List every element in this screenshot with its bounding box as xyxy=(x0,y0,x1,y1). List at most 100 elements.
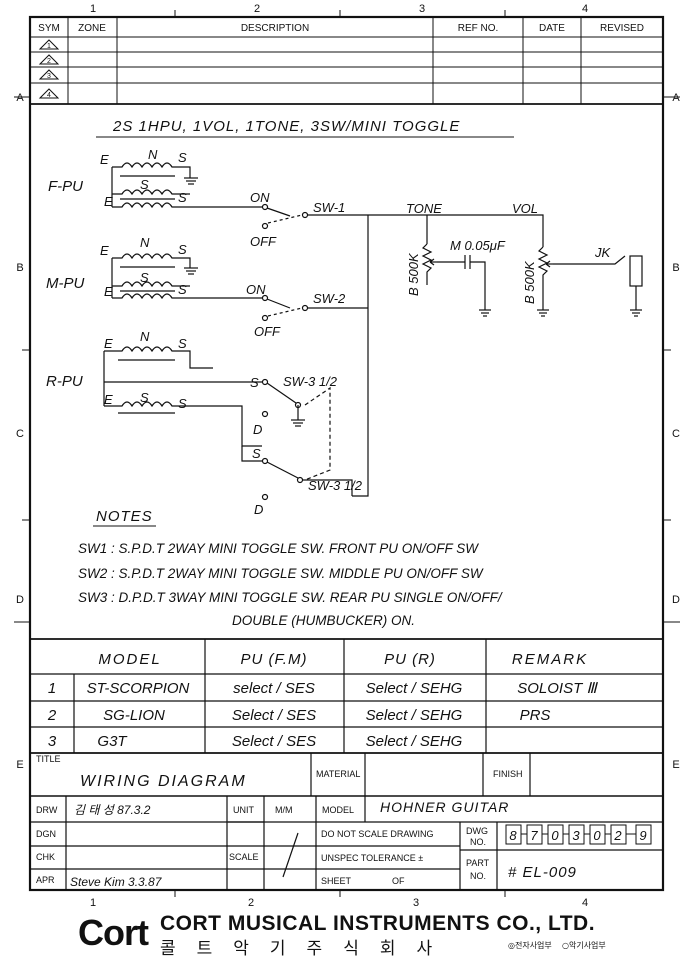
company-name: CORT MUSICAL INSTRUMENTS CO., LTD. xyxy=(160,912,596,935)
sw3a-d-label: D xyxy=(253,422,262,437)
row-marker-a-right: A xyxy=(672,92,680,104)
revision-table: SYM ZONE DESCRIPTION REF NO. DATE REVISE… xyxy=(30,17,663,105)
row3-no: 3 xyxy=(48,733,57,750)
m-coil2-s-label: S xyxy=(140,270,149,285)
sw3b-d-label: D xyxy=(254,502,263,517)
f-coil2-e-label: E xyxy=(104,194,113,209)
unit-value: M/M xyxy=(275,805,293,815)
dwg-label: DWG xyxy=(466,826,488,836)
finish-label: FINISH xyxy=(493,769,523,779)
material-label: MATERIAL xyxy=(316,769,360,779)
note-sw2: SW2 : S.P.D.T 2WAY MINI TOGGLE SW. MIDDL… xyxy=(78,566,484,581)
dwg-no-label: NO. xyxy=(470,837,486,847)
title-block: TITLE MATERIAL FINISH DRW DGN CHK APR UN… xyxy=(30,753,663,890)
chk-label: CHK xyxy=(36,852,55,862)
part-value: # EL-009 xyxy=(508,864,577,881)
sw3b-s-label: S xyxy=(252,446,261,461)
row-marker-b: B xyxy=(16,262,23,274)
row2-model: SG-LION xyxy=(103,707,165,724)
cap-value: M 0.05μF xyxy=(450,238,506,253)
header-ref-no: REF NO. xyxy=(458,23,499,34)
row-marker-b-right: B xyxy=(672,262,679,274)
drw-value: 김 태 성 87.3.2 xyxy=(74,803,151,817)
row1-pu-fm: select / SES xyxy=(233,680,315,697)
row-marker-d-right: D xyxy=(672,594,680,606)
model-value: HOHNER GUITAR xyxy=(380,799,509,815)
dwg-digit-4: 3 xyxy=(572,828,580,843)
unit-label: UNIT xyxy=(233,805,254,815)
f-coil2-s2-label: S xyxy=(178,190,187,205)
sw2-label: SW-2 xyxy=(313,291,346,306)
sym-triangle-1: 1 xyxy=(47,43,51,50)
r-coil-n-label: N xyxy=(140,329,150,344)
sw1-off-label: OFF xyxy=(250,234,277,249)
m-coil-s-label: S xyxy=(178,242,187,257)
rear-pickup-label: R-PU xyxy=(46,373,83,390)
row-marker-d: D xyxy=(16,594,24,606)
sw1-label: SW-1 xyxy=(313,200,345,215)
sym-triangle-4: 4 xyxy=(47,92,51,99)
row3-model: G3T xyxy=(97,733,128,750)
r-coil2-e-label: E xyxy=(104,392,113,407)
m-coil2-s2-label: S xyxy=(178,282,187,297)
front-pickup-label: F-PU xyxy=(48,178,83,195)
dwg-number-boxes xyxy=(505,824,652,845)
sheet-label: SHEET xyxy=(321,876,352,886)
r-coil2-s2-label: S xyxy=(178,396,187,411)
row-marker-a: A xyxy=(16,92,24,104)
row3-pu-fm: Select / SES xyxy=(232,733,316,750)
division-note-instruments: ○악기사업부 xyxy=(562,941,606,950)
row3-pu-r: Select / SEHG xyxy=(366,733,463,750)
note-sw3-cont: DOUBLE (HUMBUCKER) ON. xyxy=(232,613,415,628)
row1-pu-r: Select / SEHG xyxy=(366,680,463,697)
middle-pickup-label: M-PU xyxy=(46,275,84,292)
dwg-digit-3: 0 xyxy=(551,828,559,843)
diagram-heading: 2S 1HPU, 1VOL, 1TONE, 3SW/MINI TOGGLE xyxy=(112,118,460,135)
f-coil2-s-label: S xyxy=(140,177,149,192)
header-sym: SYM xyxy=(38,23,60,34)
dwg-digit-5: 0 xyxy=(593,828,601,843)
row2-pu-fm: Select / SES xyxy=(232,707,316,724)
r-coil2-s-label: S xyxy=(140,390,149,405)
sw3b-label: SW-3 1/2 xyxy=(308,478,363,493)
row-marker-e: E xyxy=(16,759,23,771)
dgn-label: DGN xyxy=(36,829,56,839)
header-description: DESCRIPTION xyxy=(241,23,309,34)
title-value: WIRING DIAGRAM xyxy=(80,773,247,790)
unspec-tolerance: UNSPEC TOLERANCE ± xyxy=(321,853,423,863)
model-label: MODEL xyxy=(322,805,354,815)
drw-label: DRW xyxy=(36,805,58,815)
col-marker-3: 3 xyxy=(419,3,425,15)
model-table: MODEL PU (F.M) PU (R) REMARK 1 ST-SCORPI… xyxy=(30,638,663,754)
sym-triangle-3: 3 xyxy=(47,73,51,80)
company-name-korean: 콜트악기주식회사 xyxy=(160,939,454,959)
scale-label: SCALE xyxy=(229,852,259,862)
row1-no: 1 xyxy=(48,680,56,697)
row2-remark: PRS xyxy=(520,707,551,724)
r-coil-s-label: S xyxy=(178,336,187,351)
tone-pot-value: B 500K xyxy=(406,252,421,296)
col-marker-3-bottom: 3 xyxy=(413,897,419,909)
r-coil-e-label: E xyxy=(104,336,113,351)
row-markers: A B C D E A B C D E xyxy=(16,92,680,771)
col-marker-1: 1 xyxy=(90,3,96,15)
row1-model: ST-SCORPION xyxy=(87,680,190,697)
apr-value: Steve Kim 3.3.87 xyxy=(70,875,163,889)
header-zone: ZONE xyxy=(78,23,106,34)
vol-pot-value: B 500K xyxy=(522,260,537,304)
header-date: DATE xyxy=(539,23,565,34)
sw2-off-label: OFF xyxy=(254,324,281,339)
f-coil-s-label: S xyxy=(178,150,187,165)
drawing-frame xyxy=(28,15,665,892)
f-coil-e-label: E xyxy=(100,152,109,167)
row2-pu-r: Select / SEHG xyxy=(366,707,463,724)
circuit xyxy=(103,162,643,501)
remark-col-header: REMARK xyxy=(512,651,588,668)
do-not-scale: DO NOT SCALE DRAWING xyxy=(321,829,434,839)
sw3a-label: SW-3 1/2 xyxy=(283,374,338,389)
tone-label: TONE xyxy=(406,201,442,216)
dwg-digit-6: 2 xyxy=(613,828,622,843)
model-col-header: MODEL xyxy=(98,651,161,668)
jack-label: JK xyxy=(594,245,612,260)
row1-remark: SOLOIST Ⅲ xyxy=(517,680,598,697)
